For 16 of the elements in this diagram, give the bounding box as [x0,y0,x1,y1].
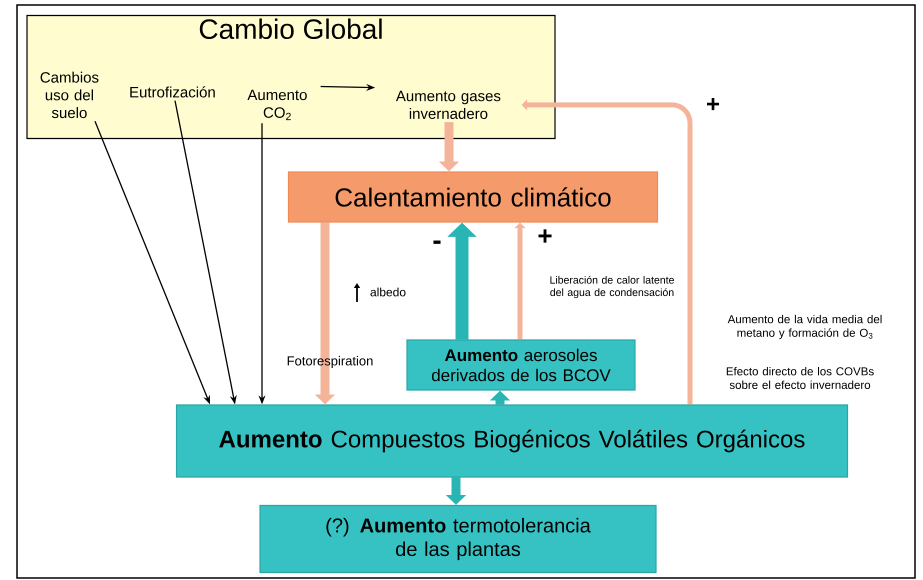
cause-text: Aumento CO$_{2}$ [247,90,307,120]
process-box: Aumento aerosoles derivados de los BCOV [406,339,636,391]
cause-text: Cambios uso del suelo [40,72,98,118]
edge-label: + [707,98,720,110]
edge-label: + [538,229,552,243]
note-text: albedo [370,288,406,296]
process-box: Aumento Compuestos Biogénicos Volátiles Orgánicos [176,404,848,478]
cause-text: Aumento gases invernadero [396,90,500,119]
note-text: Efecto directo de los COVBs sobre el efecto invernadero [726,366,874,389]
cause-text: Eutrofización [130,86,215,98]
process-box: (?) Aumento termotolerancia de las plantas [259,504,657,574]
note-text: Liberación de calor latente del agua de condensación [550,276,674,298]
note-text: Aumento de la vida media del metano y formación de O$_{3}$ [728,314,882,340]
process-box: Calentamiento climático [288,171,658,223]
edge-label: Fotorespiration [288,356,372,368]
edge-label: - [433,240,441,244]
